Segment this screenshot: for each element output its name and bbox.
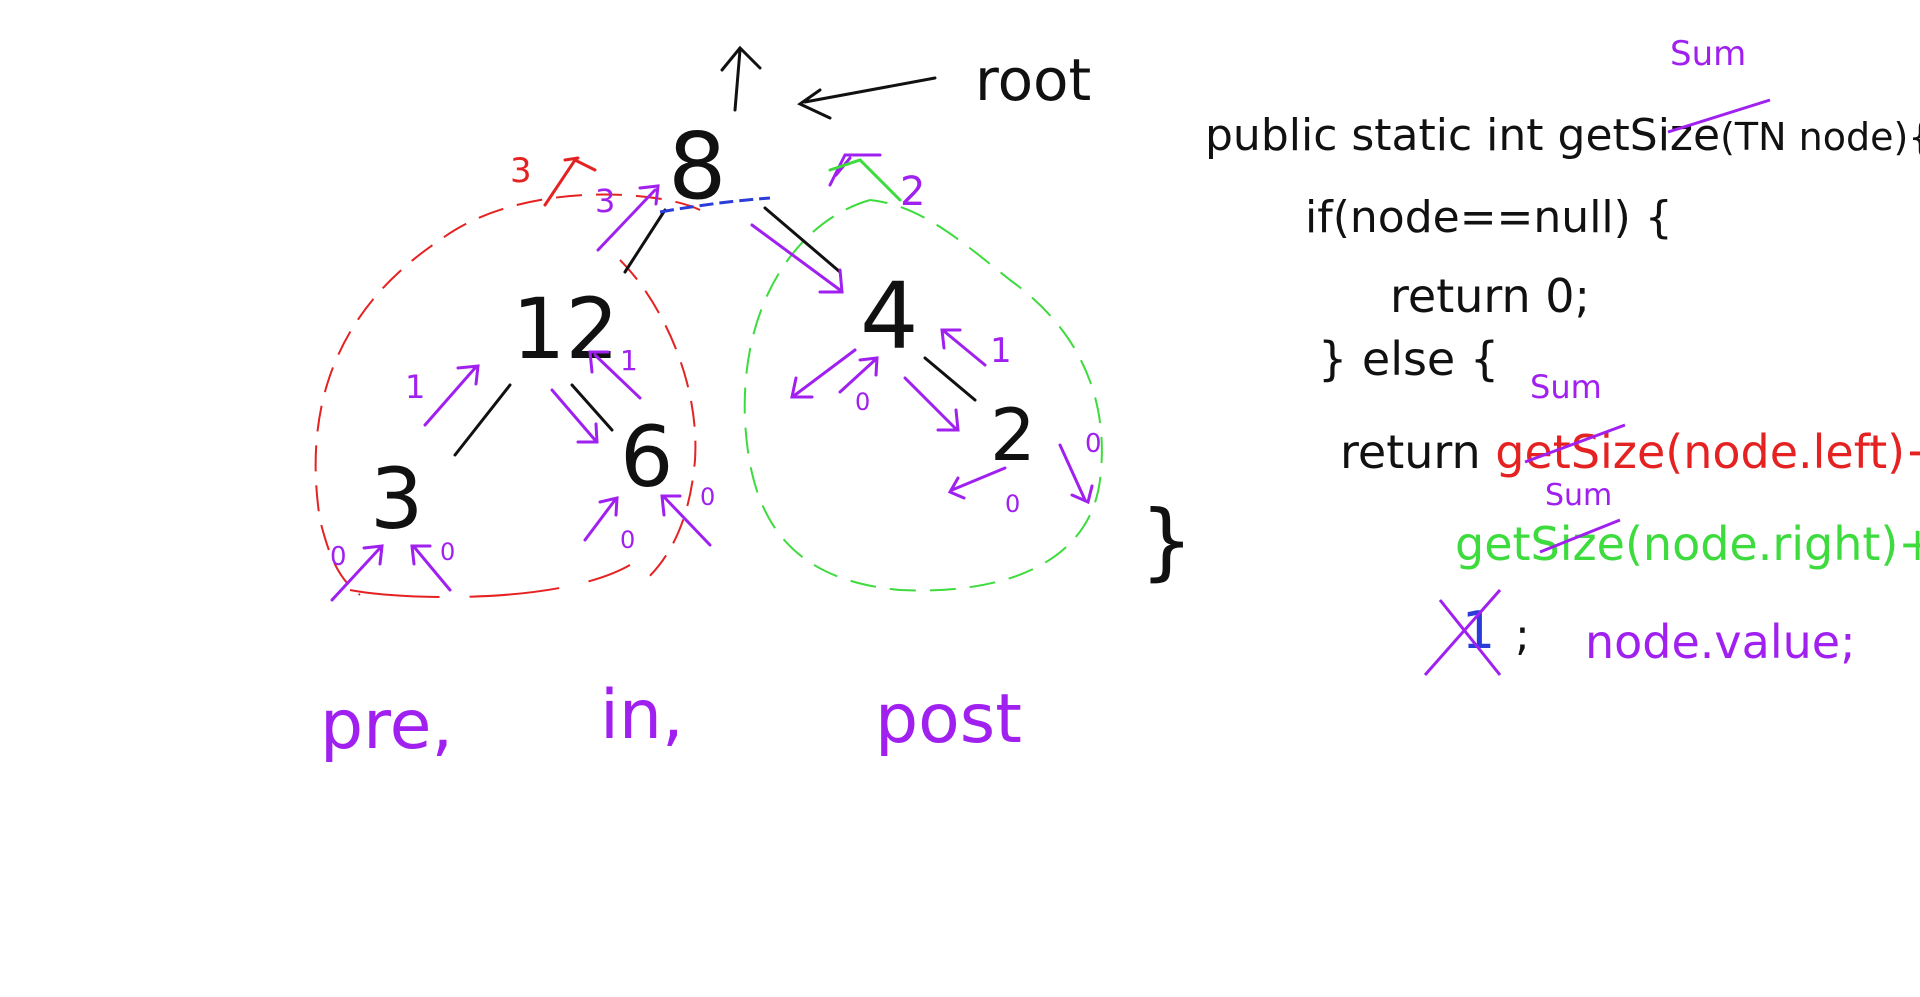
arrow-2-left-icon: [947, 466, 1007, 500]
strike-one-a: [1423, 589, 1502, 676]
annotation-zero-c: 0: [620, 526, 635, 554]
left-subtree-boundary-right: [619, 259, 697, 586]
strike-line-6: [1539, 518, 1621, 554]
code-line-6-suffix: (node.right)+: [1625, 517, 1920, 571]
label-in: in,: [600, 676, 684, 755]
edge-8-12: [623, 208, 667, 274]
arrow-2-to-4-icon: [940, 328, 987, 367]
annotation-1-four: 1: [990, 331, 1012, 371]
code-line-1-crossed: Size: [1630, 110, 1720, 161]
code-line-3: return 0;: [1390, 269, 1590, 323]
label-pre: pre,: [320, 686, 453, 765]
code-line-5-prefix: return: [1340, 425, 1495, 479]
annotation-zero-g: 0: [1085, 429, 1102, 459]
code-line-2: if(node==null) {: [1305, 192, 1673, 243]
node-2: 2: [990, 393, 1036, 477]
root-label: root: [975, 46, 1091, 114]
arrow-8-to-4-icon: [750, 223, 844, 294]
code-line-1-suffix: (TN node){: [1720, 115, 1920, 159]
code-line-5: return getSize(node.left)+: [1340, 425, 1920, 479]
arrow-2-right-icon: [1058, 443, 1094, 505]
label-post: post: [875, 680, 1022, 759]
node-3: 3: [370, 450, 423, 548]
arrow-12-down-6-icon: [550, 388, 599, 444]
node-8: 8: [668, 113, 727, 220]
arrow-4-down-left-icon: [790, 348, 857, 399]
arrow-4-down-right-icon: [903, 376, 960, 432]
arrow-12-to-8-icon: [596, 184, 660, 252]
code-line-5-suffix: (node.left)+: [1665, 425, 1920, 479]
red-return-arrow-icon: [543, 156, 597, 207]
left-subtree-bottom: [349, 564, 631, 599]
code-sum-annotation-5: Sum: [1530, 368, 1602, 406]
closing-brace: }: [1140, 492, 1193, 590]
annotation-green-2: 2: [900, 169, 925, 215]
arrow-2-up-icon: [828, 153, 882, 187]
edge-8-4: [763, 206, 842, 274]
code-line-1: public static int getSize(TN node){: [1205, 110, 1920, 161]
arrow-6-to-12-icon: [588, 350, 642, 400]
arrow-3-right-icon: [410, 544, 452, 592]
annotation-zero-a: 0: [330, 542, 347, 572]
code-line-7-crossed-one: 1: [1462, 601, 1495, 661]
strike-line-5: [1524, 423, 1626, 464]
strike-one-b: [1438, 599, 1502, 676]
annotation-zero-f: 0: [1005, 490, 1020, 518]
edge-4-2: [923, 356, 977, 402]
code-sum-annotation-1: Sum: [1670, 34, 1746, 74]
arrow-4-left-up-icon: [838, 356, 879, 394]
annotation-zero-e: 0: [855, 388, 870, 416]
annotation-zero-b: 0: [440, 538, 455, 566]
arrow-6-left-icon: [583, 496, 619, 542]
annotation-1-twelve: 1: [620, 344, 638, 377]
blue-dashed-link: [659, 196, 771, 214]
code-line-6: getSize(node.right)+: [1455, 517, 1920, 571]
arrow-6-right-icon: [660, 494, 712, 547]
strike-line-1: [1667, 98, 1771, 134]
annotation-purple-3: 3: [595, 182, 615, 220]
code-line-4: } else {: [1318, 332, 1499, 386]
green-return-arrow-icon: [828, 158, 902, 202]
arrow-3-to-12-icon: [423, 364, 480, 427]
right-subtree-boundary: [743, 199, 1103, 592]
root-pointer-arrow-icon: [797, 76, 937, 120]
edge-12-6: [570, 383, 614, 432]
left-subtree-boundary: [314, 193, 701, 596]
code-line-7-value: node.value;: [1585, 615, 1856, 669]
node-4: 4: [860, 263, 919, 370]
code-line-5-crossed: getSize: [1495, 425, 1665, 479]
node-6: 6: [620, 408, 673, 506]
root-up-arrow-icon: [720, 45, 762, 112]
annotation-zero-d: 0: [700, 483, 715, 511]
code-sum-annotation-6: Sum: [1545, 478, 1612, 513]
code-line-6-crossed: getSize: [1455, 517, 1625, 571]
code-line-1-prefix: public static int get: [1205, 110, 1630, 161]
edge-12-3: [453, 383, 512, 457]
arrow-3-left-icon: [330, 544, 384, 602]
code-line-7-semicolon: ;: [1515, 610, 1530, 661]
annotation-red-3: 3: [510, 151, 532, 191]
annotation-1-left: 1: [405, 368, 425, 406]
